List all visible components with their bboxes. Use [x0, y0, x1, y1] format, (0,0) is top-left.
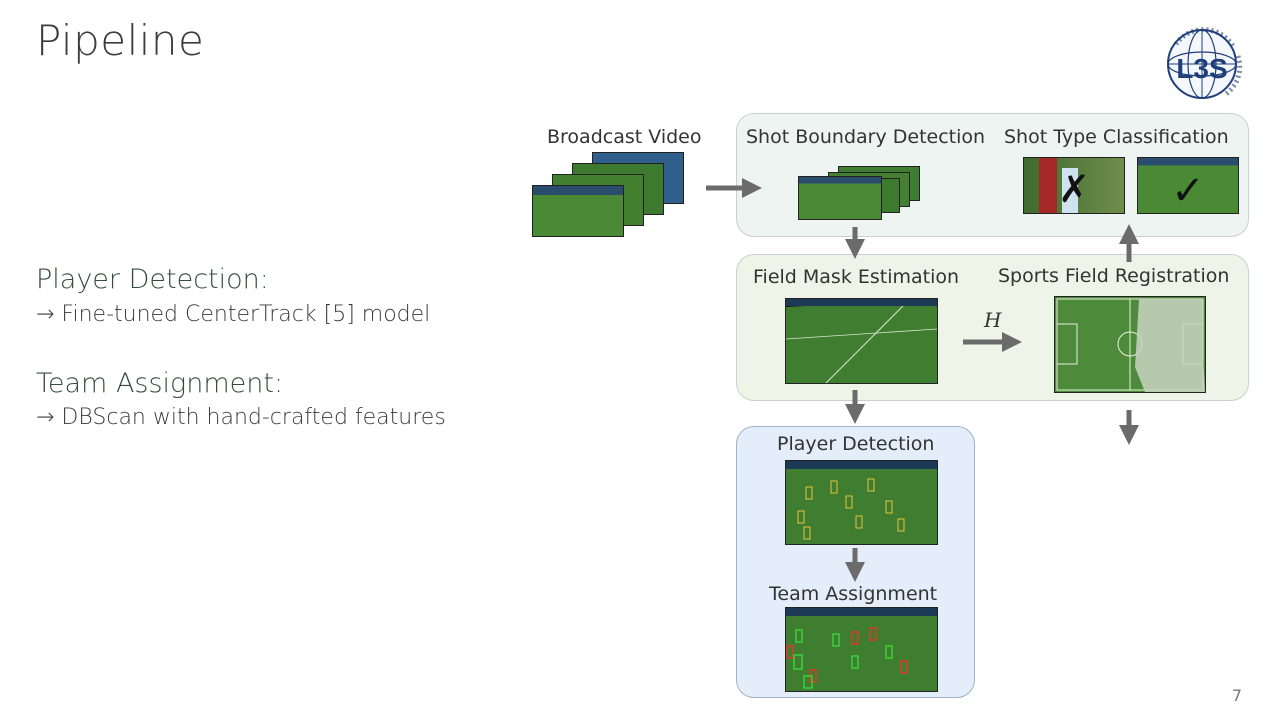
team-assignment-body: → DBScan with hand-crafted features — [36, 405, 446, 430]
team-assignment-label: Team Assignment — [769, 583, 938, 605]
team-assignment-image — [785, 607, 938, 692]
broadcast-video-label: Broadcast Video — [547, 126, 702, 148]
shot-type-rejected-image: ✗ — [1023, 157, 1125, 214]
page-number: 7 — [1231, 686, 1242, 705]
player-detection-body: → Fine-tuned CenterTrack [5] model — [36, 302, 431, 327]
field-mask-image — [785, 298, 938, 384]
shot-boundary-label: Shot Boundary Detection — [746, 126, 986, 148]
player-detection-label: Player Detection — [777, 433, 935, 455]
field-mask-label: Field Mask Estimation — [753, 266, 960, 288]
homography-label: H — [984, 308, 1002, 332]
player-detection-image — [785, 460, 938, 545]
shot-type-label: Shot Type Classification — [1004, 126, 1229, 148]
slide-title: Pipeline — [36, 16, 205, 65]
l3s-logo: L3S — [1156, 14, 1248, 106]
player-detection-heading: Player Detection: — [36, 264, 269, 295]
logo-text: L3S — [1176, 53, 1227, 84]
accept-check-icon: ✓ — [1171, 168, 1205, 214]
field-registration-label: Sports Field Registration — [998, 265, 1230, 287]
shot-type-accepted-image: ✓ — [1137, 157, 1239, 214]
team-assignment-heading: Team Assignment: — [36, 368, 284, 399]
reject-x-icon: ✗ — [1058, 167, 1090, 211]
field-registration-image — [1054, 296, 1206, 393]
